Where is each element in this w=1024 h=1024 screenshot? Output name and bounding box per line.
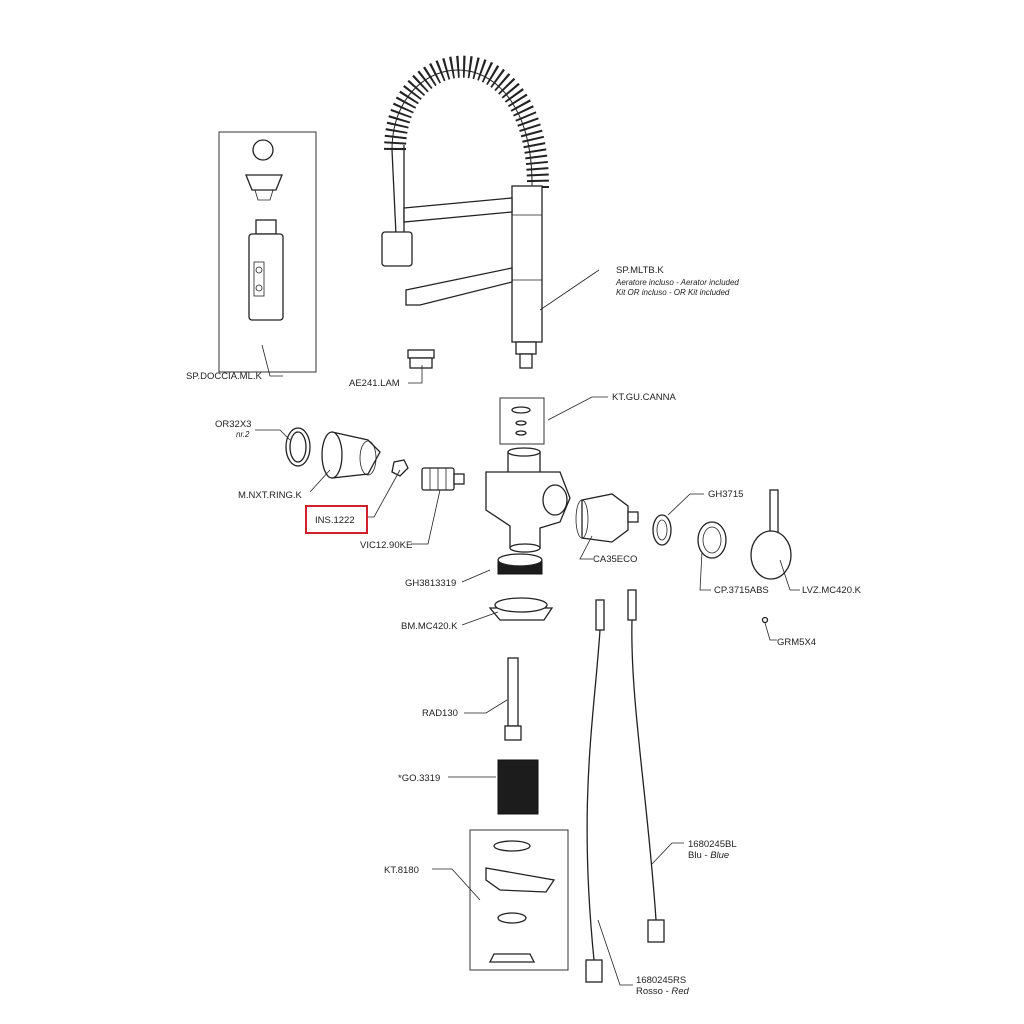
spout-fitting (515, 341, 537, 355)
stud-part (504, 657, 522, 741)
part-labels: SP.DOCCIA.ML.K SP.MLTB.K Aeratore inclus… (186, 265, 862, 997)
lever-part (750, 489, 792, 580)
label-sp-mltb: SP.MLTB.K (616, 265, 664, 276)
mixer-body (485, 447, 571, 553)
vic-cartridge-part (421, 467, 465, 491)
label-sp-doccia: SP.DOCCIA.ML.K (186, 371, 263, 382)
highlight-box (305, 505, 368, 534)
gh3813319-part (497, 553, 543, 575)
spout-lower-arm (405, 267, 513, 306)
label-lvz: LVZ.MC420.K (802, 585, 862, 596)
canna-kit-box (499, 397, 545, 445)
label-red-hose-lang: Rosso - Red (636, 986, 690, 997)
label-kt-gu-canna: KT.GU.CANNA (612, 392, 677, 403)
label-gh3813319: GH3813319 (405, 578, 456, 589)
label-grm5x4: GRM5X4 (777, 637, 816, 648)
label-m-nxt-ring: M.NXT.RING.K (238, 490, 303, 501)
label-bm-mc420: BM.MC420.K (401, 621, 458, 632)
label-gh3715: GH3715 (708, 489, 743, 500)
canna-kit-group (499, 397, 545, 445)
shower-head-box (218, 131, 317, 373)
go3319-part (497, 759, 539, 815)
red-hose (585, 599, 605, 983)
shower-ring-icon (252, 139, 274, 161)
label-kt8180: KT.8180 (384, 865, 419, 876)
or-rings-part (285, 427, 311, 467)
nxt-ring-part (321, 431, 381, 479)
hose-holder (381, 231, 413, 267)
ca35-cartridge-part (575, 493, 639, 543)
kt8180-group (469, 829, 569, 971)
spout-column (511, 185, 543, 343)
label-cp3715: CP.3715ABS (714, 585, 769, 596)
label-or32x3-qty: nr.2 (236, 430, 250, 439)
label-go3319: *GO.3319 (398, 773, 440, 784)
shower-head-group (218, 131, 317, 373)
spring-coil (384, 55, 550, 191)
label-vic12: VIC12.90KE (360, 540, 412, 551)
label-sp-mltb-note1: Aeratore incluso - Aerator included (615, 278, 739, 287)
shower-head-thread (255, 219, 277, 235)
spout-group (381, 55, 550, 369)
leader-lines (255, 269, 800, 986)
label-ins1222: INS.1222 (315, 515, 355, 526)
label-ca35eco: CA35ECO (593, 554, 637, 565)
label-sp-mltb-note2: Kit OR incluso - OR Kit included (616, 288, 730, 297)
blue-hose (627, 589, 665, 943)
label-blue-hose-lang: Blu - Blue (688, 850, 729, 861)
grub-screw-part (761, 616, 769, 624)
gh3715-part (652, 514, 672, 546)
base-ring-part (488, 597, 554, 621)
label-red-hose-code: 1680245RS (636, 975, 686, 986)
cp3715-part (697, 521, 727, 559)
shower-clip-icon (245, 174, 283, 191)
label-ae241: AE241.LAM (349, 378, 400, 389)
kt8180-box (469, 829, 569, 971)
label-rad130: RAD130 (422, 708, 458, 719)
shower-head-body (248, 233, 284, 321)
label-or32x3: OR32X3 (215, 419, 251, 430)
label-blue-hose-code: 1680245BL (688, 839, 737, 850)
insert-part (391, 459, 409, 477)
aerator-part (407, 349, 435, 369)
spout-upper-arm (403, 197, 513, 223)
